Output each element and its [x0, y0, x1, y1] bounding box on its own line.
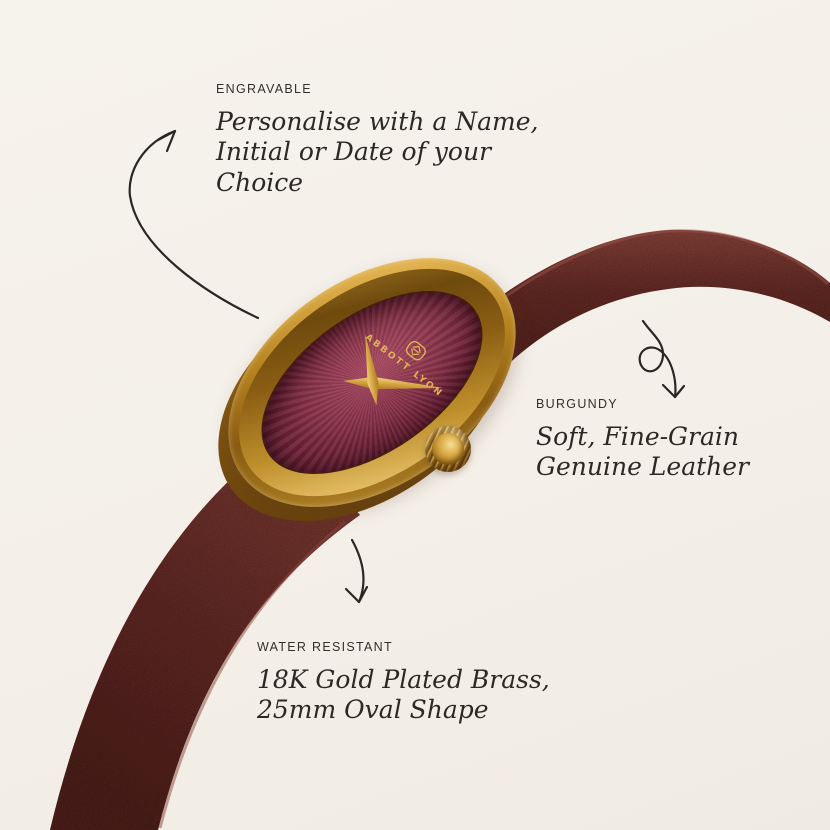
callout-water-resistant-line-2: 25mm Oval Shape — [257, 695, 489, 724]
burgundy-arrow — [638, 319, 677, 399]
engravable-arrow — [128, 129, 260, 320]
water-resistant-arrow — [350, 538, 365, 604]
callout-engravable-line-3: Choice — [216, 167, 304, 197]
callout-engravable-label: ENGRAVABLE — [216, 82, 312, 96]
callout-engravable-text: Personalise with a Name, Initial or Date… — [216, 107, 538, 199]
strap-left-highlight — [158, 520, 346, 829]
callout-water-resistant: WATER RESISTANT 18K Gold Plated Brass, 2… — [257, 641, 550, 726]
callout-engravable-line-2: Initial or Date of your — [216, 137, 492, 166]
dial-branding: ABBOTT LYON — [363, 314, 459, 400]
abbott-lyon-monogram-icon — [405, 340, 426, 361]
watch-crown — [425, 426, 471, 472]
strap-right-segment — [470, 229, 830, 385]
strap-right-highlight — [471, 229, 829, 324]
water-resistant-arrowhead — [344, 585, 369, 604]
engravable-arrowhead — [156, 129, 177, 153]
strap-left-segment — [50, 430, 360, 830]
burgundy-arrowhead — [661, 383, 686, 399]
callout-engravable: ENGRAVABLE Personalise with a Name, Init… — [216, 83, 538, 198]
callout-water-resistant-line-1: 18K Gold Plated Brass, — [257, 664, 550, 694]
callout-burgundy-line-1: Soft, Fine-Grain — [536, 421, 739, 451]
callout-water-resistant-label: WATER RESISTANT — [257, 640, 393, 654]
callout-burgundy-line-2: Genuine Leather — [536, 452, 750, 481]
callout-burgundy-text: Soft, Fine-Grain Genuine Leather — [536, 422, 749, 483]
callout-burgundy-label: BURGUNDY — [536, 397, 618, 411]
callout-engravable-line-1: Personalise with a Name, — [216, 106, 539, 136]
callout-burgundy: BURGUNDY Soft, Fine-Grain Genuine Leathe… — [536, 398, 749, 483]
callout-water-resistant-text: 18K Gold Plated Brass, 25mm Oval Shape — [257, 665, 550, 726]
